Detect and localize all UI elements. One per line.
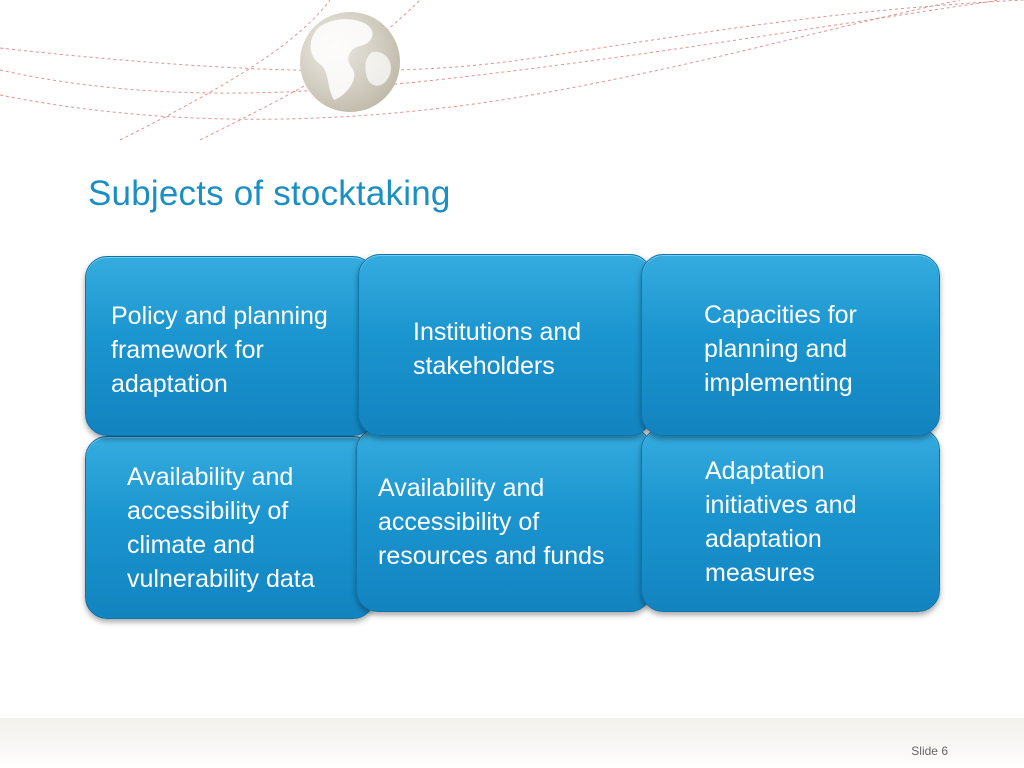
tile-label: Availability and accessibility of climat… (127, 463, 315, 593)
tile-adaptation-initiatives: Adaptation initiatives and adaptation me… (641, 428, 940, 612)
tile-label: Adaptation initiatives and adaptation me… (705, 457, 857, 587)
tile-availability-resources-funds: Availability and accessibility of resour… (356, 428, 652, 612)
tile-label: Capacities for planning and implementing (704, 301, 857, 397)
globe-icon (300, 12, 400, 112)
tile-institutions-stakeholders: Institutions and stakeholders (358, 254, 652, 436)
tile-capacities: Capacities for planning and implementing (641, 254, 940, 436)
tile-label: Institutions and stakeholders (413, 318, 582, 380)
tile-availability-climate-data: Availability and accessibility of climat… (85, 436, 375, 619)
tile-policy-planning: Policy and planning framework for adapta… (85, 256, 375, 436)
slide-title: Subjects of stocktaking (88, 174, 451, 213)
tile-label: Policy and planning framework for adapta… (111, 302, 328, 398)
footer-bar (0, 718, 1024, 768)
tile-label: Availability and accessibility of resour… (378, 474, 605, 570)
header-decoration (0, 0, 1024, 140)
slide-number: Slide 6 (911, 744, 948, 758)
